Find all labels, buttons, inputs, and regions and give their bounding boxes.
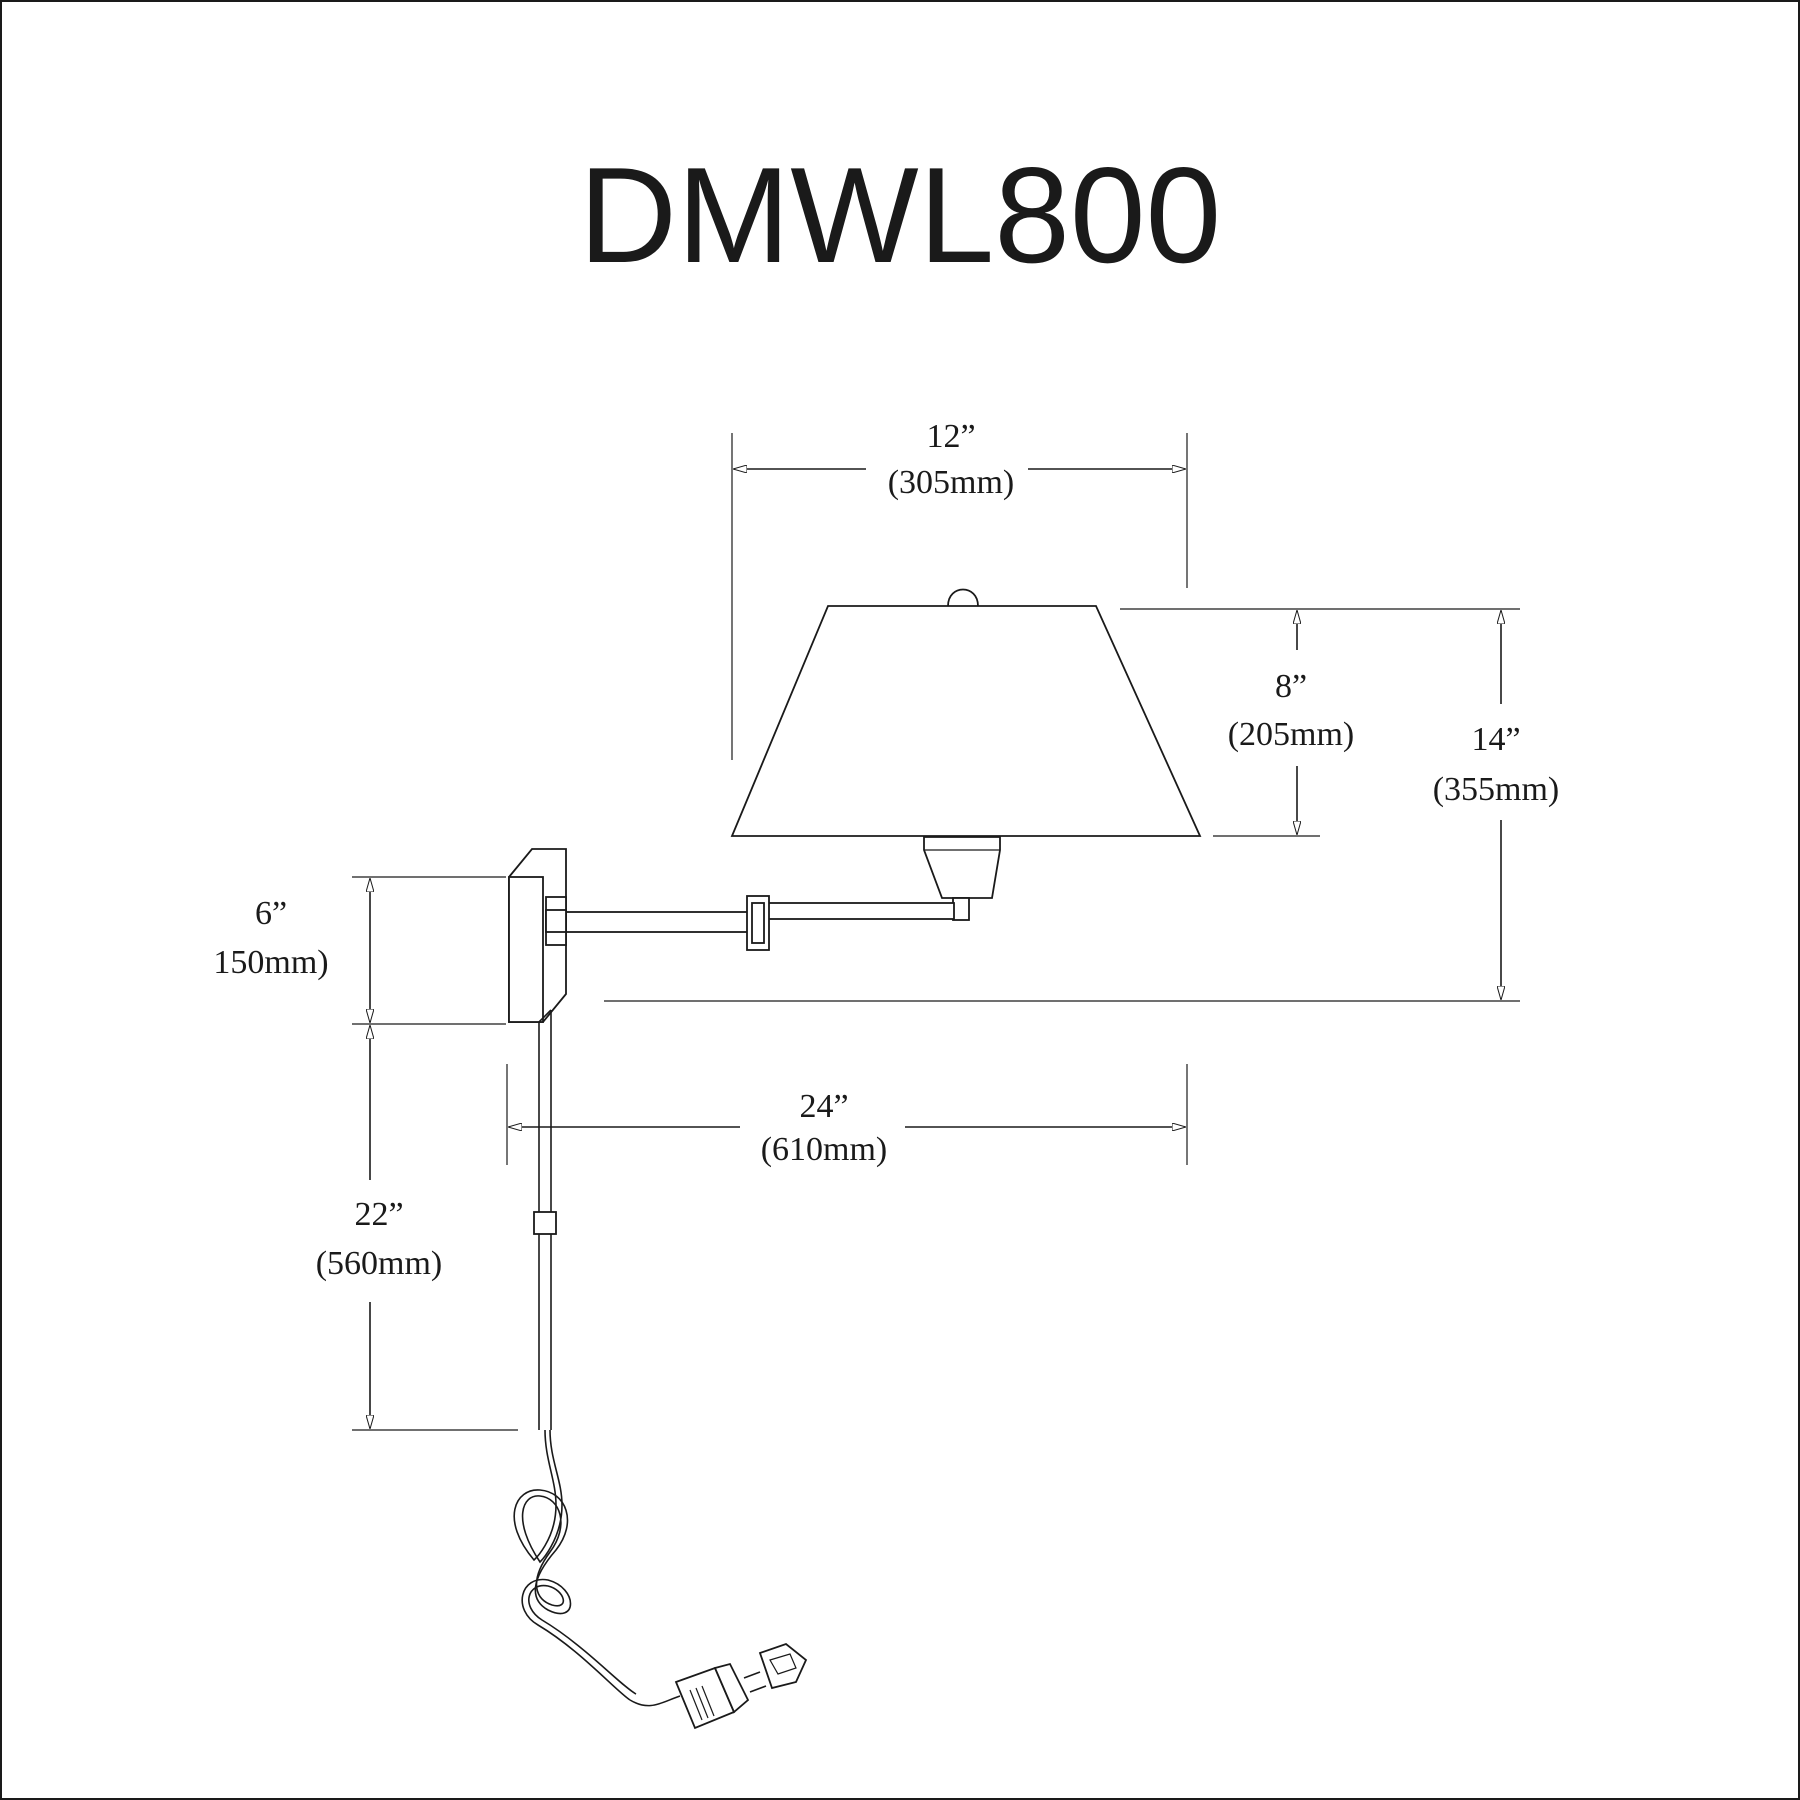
model-title: DMWL800: [579, 139, 1221, 291]
backplate-height-inch: 6”: [255, 895, 287, 932]
backplate-height-mm: 150mm): [213, 944, 328, 981]
swing-arm: [545, 895, 955, 951]
dim-overall-height: 14” (355mm): [604, 608, 1560, 1002]
shade-height-inch: 8”: [1275, 668, 1307, 705]
dim-backplate-height: 6” 150mm): [213, 876, 506, 1025]
shade-width-mm: (305mm): [888, 464, 1015, 501]
cord-length-inch: 22”: [354, 1196, 403, 1233]
wall-backplate: [508, 848, 567, 1023]
overall-height-inch: 14”: [1471, 721, 1520, 758]
dim-shade-width: 12” (305mm): [731, 418, 1188, 760]
dim-shade-height: 8” (205mm): [1120, 608, 1355, 837]
dim-arm-extension: 24” (610mm): [506, 1064, 1188, 1168]
arm-extension-mm: (610mm): [761, 1131, 888, 1168]
cord-length-mm: (560mm): [316, 1245, 443, 1282]
overall-height-mm: (355mm): [1433, 771, 1560, 808]
power-cord: [513, 1009, 681, 1707]
arm-extension-inch: 24”: [799, 1088, 848, 1125]
shade-height-mm: (205mm): [1228, 716, 1355, 753]
plug-cap: [758, 1642, 808, 1690]
shade-width-inch: 12”: [926, 418, 975, 455]
dim-cord-length: 22” (560mm): [316, 1026, 518, 1431]
lamp-shade: [730, 588, 1202, 837]
lamp-socket: [923, 836, 1001, 921]
power-plug: [674, 1662, 767, 1730]
